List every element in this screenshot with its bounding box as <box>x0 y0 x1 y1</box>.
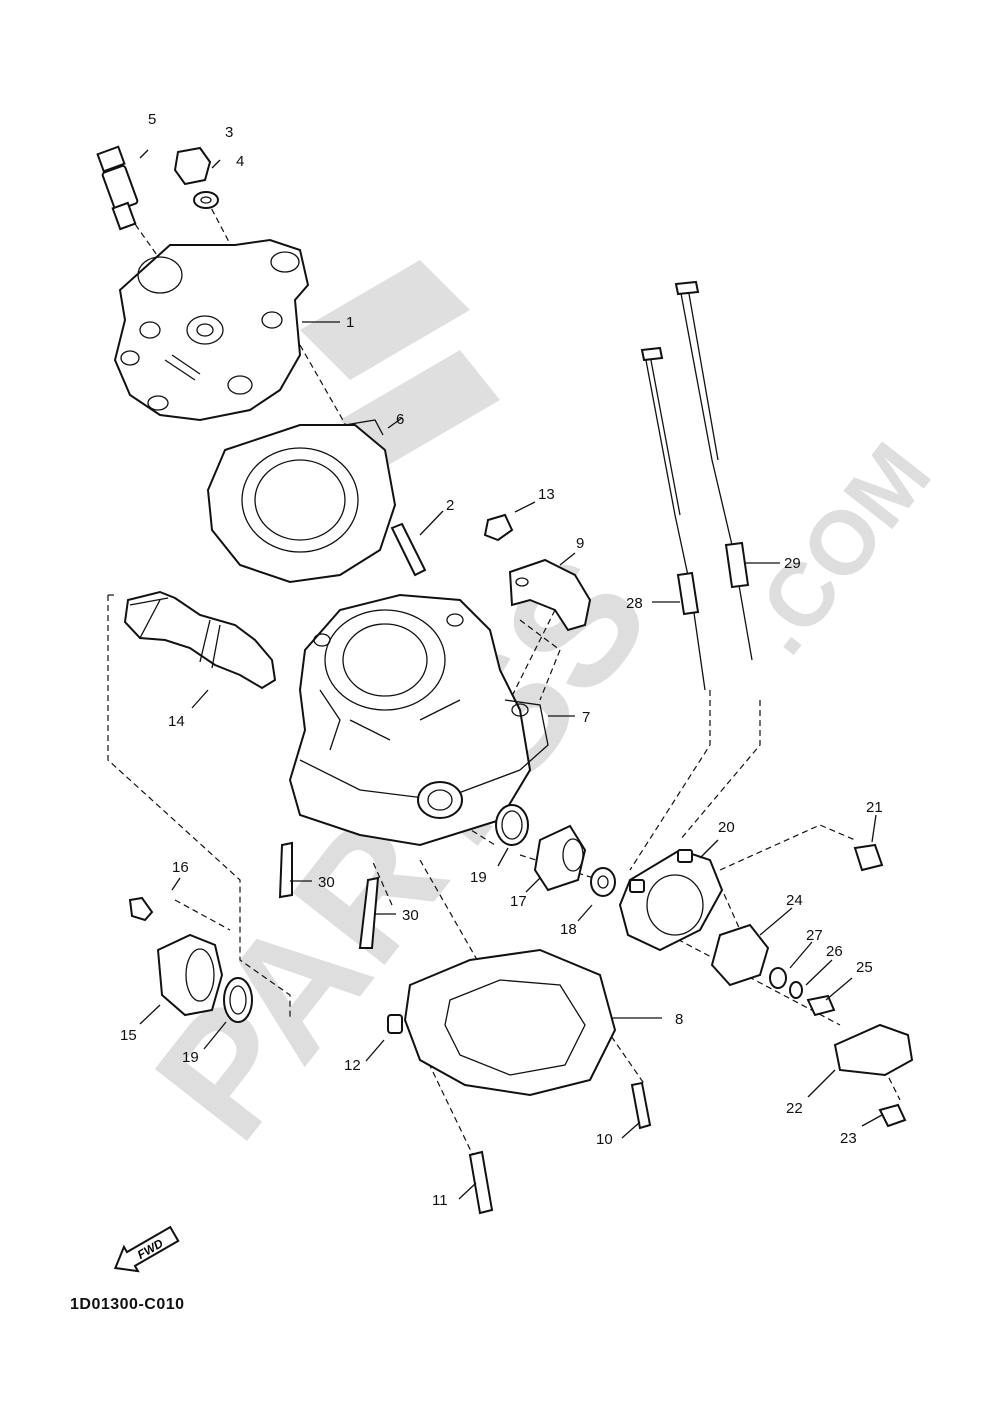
fwd-arrow: FWD <box>113 1225 180 1273</box>
studs-30 <box>278 841 380 949</box>
left-housing <box>128 896 253 1023</box>
callout-15: 15 <box>120 1027 137 1044</box>
watermark-suffix: .COM <box>727 426 950 673</box>
callout-27: 27 <box>806 927 823 944</box>
callout-14: 14 <box>168 713 185 730</box>
cables <box>640 280 753 691</box>
exhaust-gasket <box>504 699 549 771</box>
callout-13: 13 <box>538 486 555 503</box>
callout-8: 8 <box>675 1011 683 1028</box>
callout-5: 5 <box>148 111 156 128</box>
callout-4: 4 <box>236 153 244 170</box>
callout-1: 1 <box>346 314 354 331</box>
fwd-arrow-icon <box>113 1225 180 1273</box>
callout-19a: 19 <box>470 869 487 886</box>
callout-18: 18 <box>560 921 577 938</box>
callout-20: 20 <box>718 819 735 836</box>
callout-labels: 1 2 3 4 5 6 7 8 9 10 11 12 13 14 15 16 1… <box>120 111 883 1209</box>
callout-7: 7 <box>582 709 590 726</box>
valve-housing <box>618 843 914 1128</box>
callout-23: 23 <box>840 1130 857 1147</box>
callout-30b: 30 <box>402 907 419 924</box>
callout-3: 3 <box>225 124 233 141</box>
callout-26: 26 <box>826 943 843 960</box>
callout-25: 25 <box>856 959 873 976</box>
callout-29: 29 <box>784 555 801 572</box>
diagram-code: 1D01300-C010 <box>70 1296 185 1313</box>
seal-collar-bearing <box>495 804 616 897</box>
base-gasket <box>403 948 617 1097</box>
head-gasket <box>206 419 397 584</box>
callout-22: 22 <box>786 1100 803 1117</box>
callout-28: 28 <box>626 595 643 612</box>
callout-21: 21 <box>866 799 883 816</box>
spark-plug <box>96 145 139 231</box>
leader-lines <box>139 149 883 1200</box>
lower-studs <box>387 1014 652 1215</box>
callout-11: 11 <box>432 1192 448 1209</box>
callout-24: 24 <box>786 892 803 909</box>
bracket-assembly <box>483 513 592 632</box>
callout-6: 6 <box>396 411 404 428</box>
callout-30a: 30 <box>318 874 335 891</box>
power-valve-actuator <box>123 590 277 690</box>
callout-2: 2 <box>446 497 454 514</box>
callout-19b: 19 <box>182 1049 199 1066</box>
callout-12: 12 <box>344 1057 361 1074</box>
callout-9: 9 <box>576 535 584 552</box>
cylinder-head <box>113 238 310 422</box>
callout-16: 16 <box>172 859 189 876</box>
watermark-logo-stroke-2 <box>340 350 500 470</box>
callout-17: 17 <box>510 893 527 910</box>
nut-and-washer <box>173 146 219 209</box>
callout-10: 10 <box>596 1131 613 1148</box>
watermark-logo-stroke-1 <box>300 260 470 380</box>
cylinder <box>288 593 532 847</box>
stud-2 <box>390 522 427 577</box>
